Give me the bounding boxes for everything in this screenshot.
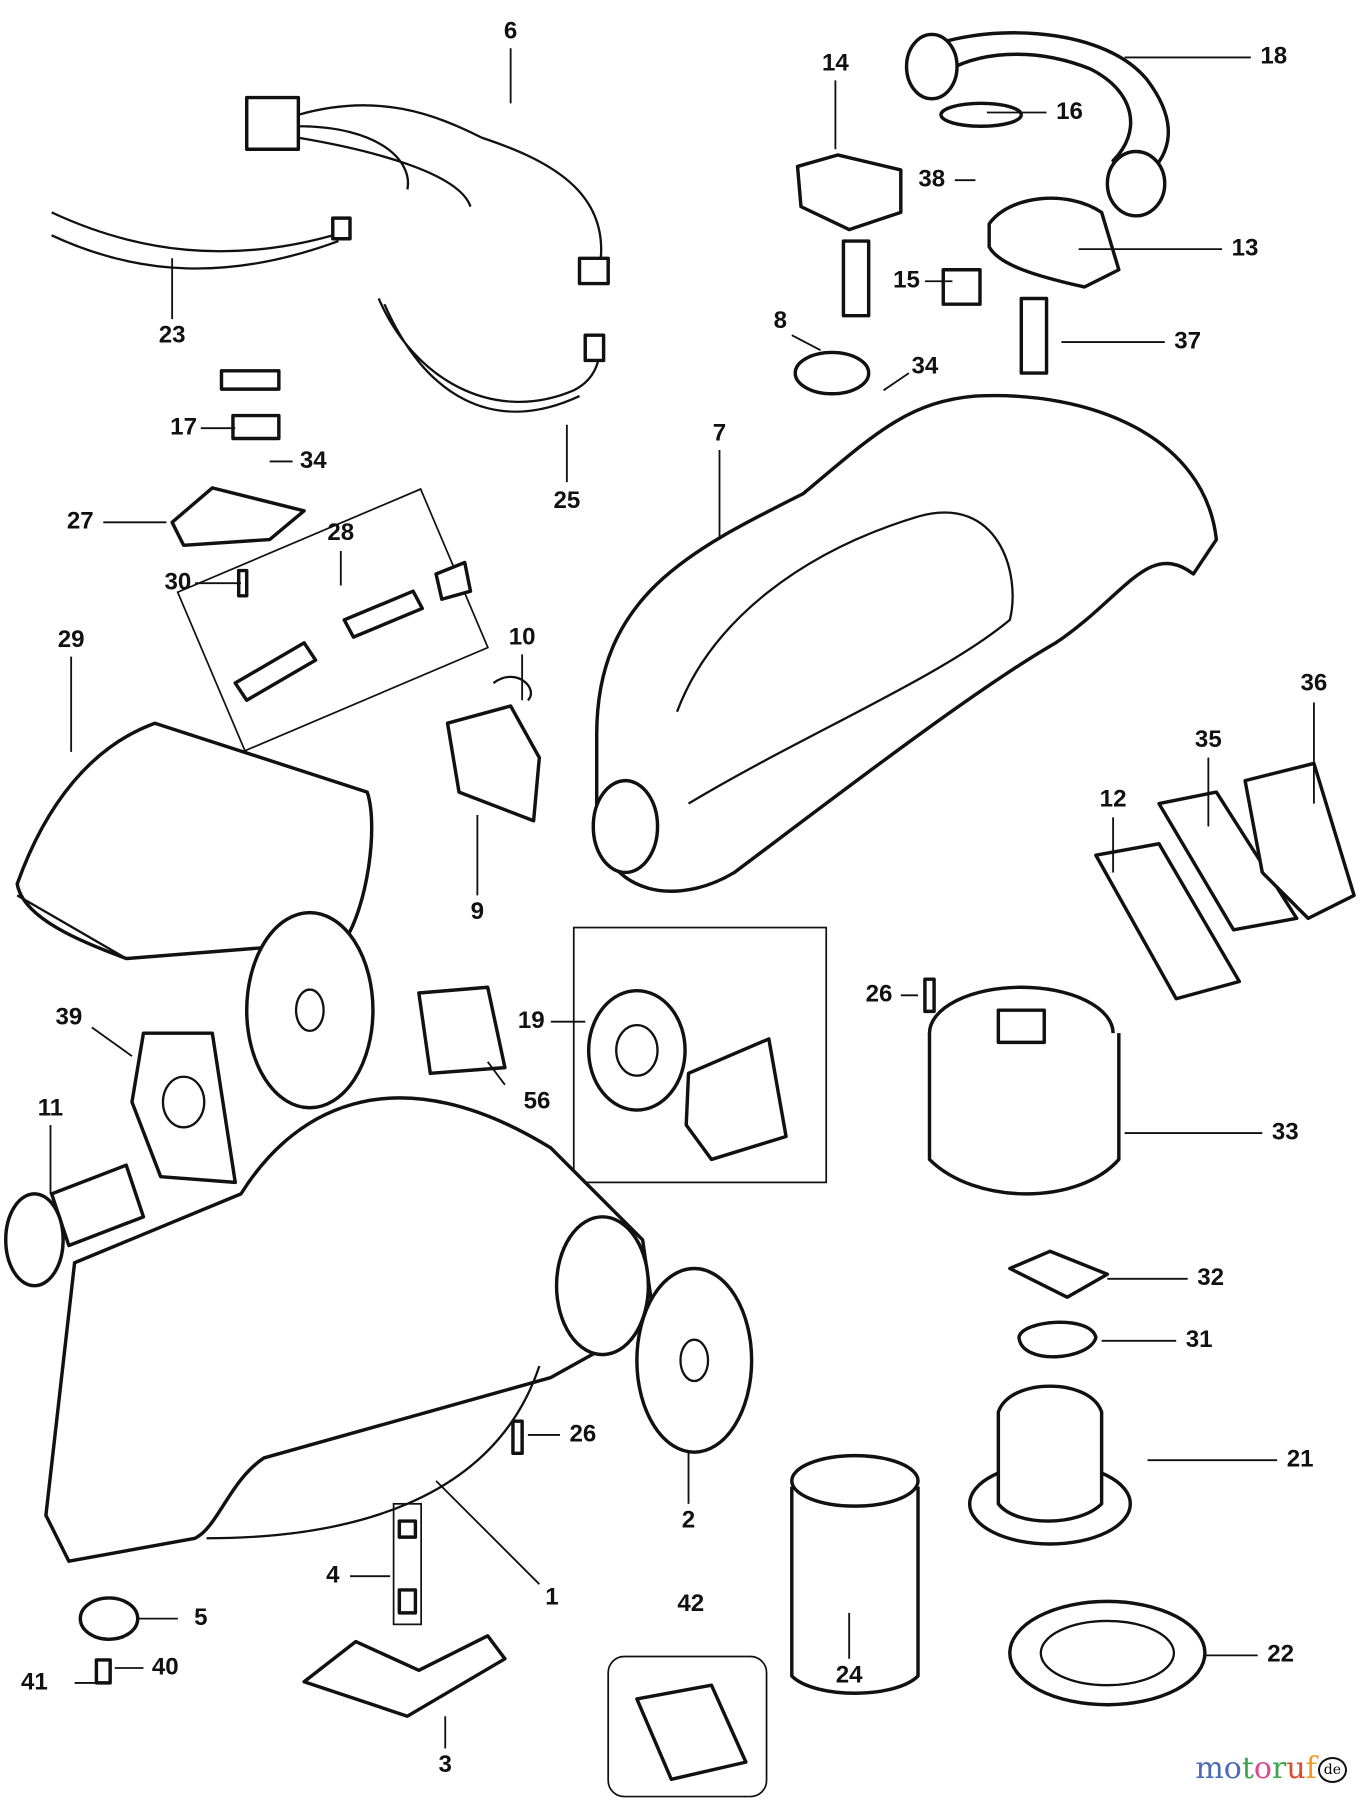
part-26 <box>511 977 936 1456</box>
callout: 28 <box>327 519 354 546</box>
watermark-letter: o <box>1223 1751 1242 1786</box>
watermark-letter: r <box>1271 1751 1287 1786</box>
callout: 35 <box>1195 726 1222 753</box>
callout: 1 <box>545 1583 558 1610</box>
callout: 34 <box>912 353 939 380</box>
callout: 15 <box>893 267 920 294</box>
callouts: 6 18 14 16 38 13 15 37 8 34 7 23 17 34 2… <box>21 17 1327 1777</box>
callout: 23 <box>159 322 186 349</box>
watermark-letter: u <box>1286 1751 1306 1786</box>
callout: 14 <box>822 50 849 77</box>
part-filter-24 <box>790 1453 920 1695</box>
part-27 <box>170 486 306 548</box>
callout: 26 <box>570 1420 597 1447</box>
part-gaskets-31-32 <box>1008 1249 1110 1359</box>
part-9-10 <box>445 675 542 823</box>
callout: 27 <box>67 508 94 535</box>
part-bag-42 <box>607 1655 768 1798</box>
callout: 25 <box>553 487 580 514</box>
part-cover-3 <box>302 1634 507 1718</box>
part-11 <box>4 1163 146 1288</box>
callout: 16 <box>1056 98 1083 125</box>
callout: 40 <box>152 1653 179 1680</box>
part-ring-22 <box>1008 1599 1207 1707</box>
callout: 39 <box>55 1004 82 1031</box>
part-4 <box>392 1502 423 1626</box>
callout: 36 <box>1301 670 1328 697</box>
part-wheel-2 <box>635 1266 754 1454</box>
callout: 8 <box>774 307 787 334</box>
part-wiring-25 <box>377 298 606 413</box>
part-wiring-23 <box>51 211 352 270</box>
watermark-letter: f <box>1305 1751 1317 1786</box>
part-lid-29 <box>15 721 374 961</box>
callout: 9 <box>471 898 484 925</box>
callout: 4 <box>326 1562 340 1589</box>
callout: 18 <box>1260 43 1287 70</box>
callout: 26 <box>866 981 893 1008</box>
watermark-letter: o <box>1253 1751 1272 1786</box>
callout: 3 <box>439 1751 452 1778</box>
callout: 6 <box>504 17 517 44</box>
callout: 12 <box>1100 785 1127 812</box>
callout: 21 <box>1287 1446 1314 1473</box>
part-5-40-41 <box>78 1596 140 1685</box>
watermark-text: motoruf <box>1195 1751 1316 1786</box>
part-14 <box>795 153 903 232</box>
part-motor-housing-33 <box>927 985 1121 1196</box>
watermark-letter: m <box>1195 1751 1224 1786</box>
callout: 2 <box>682 1506 695 1533</box>
callout: 29 <box>58 626 85 653</box>
part-hose-28 <box>176 487 490 752</box>
callout: 32 <box>1197 1264 1224 1291</box>
part-filters-12-35-36 <box>1094 761 1356 1001</box>
part-switch-17 <box>219 369 281 441</box>
callout: 7 <box>713 419 726 446</box>
callout: 38 <box>918 166 945 193</box>
callout: 42 <box>677 1590 704 1617</box>
callout: 24 <box>836 1661 863 1688</box>
part-16 <box>939 101 1024 128</box>
callout: 30 <box>164 569 191 596</box>
part-handle-18 <box>904 31 1171 218</box>
callout: 31 <box>1186 1326 1213 1353</box>
part-motor-21 <box>967 1384 1133 1546</box>
callout: 41 <box>21 1668 48 1695</box>
callout: 11 <box>38 1094 63 1121</box>
callout: 33 <box>1272 1118 1299 1145</box>
callout: 56 <box>524 1087 551 1114</box>
callout: 5 <box>194 1604 207 1631</box>
callout: 13 <box>1232 234 1259 261</box>
callout: 10 <box>509 624 536 651</box>
part-wiring-harness-6 <box>244 95 610 286</box>
part-filter-56 <box>417 985 507 1076</box>
part-springs <box>841 239 1049 375</box>
part-8 <box>793 350 871 396</box>
callout: 37 <box>1174 327 1201 354</box>
part-39 <box>130 1031 237 1185</box>
part-13 <box>987 196 1121 289</box>
watermark-suffix: de <box>1317 1757 1347 1783</box>
part-top-cover-7 <box>591 393 1219 893</box>
leader-lines <box>49 48 1315 1749</box>
part-base-1 <box>44 1096 656 1563</box>
callout: 19 <box>518 1007 545 1034</box>
part-wheel-large <box>244 910 375 1110</box>
callout: 17 <box>170 414 197 441</box>
watermark-letter: t <box>1241 1751 1254 1786</box>
part-cord-reel-19 <box>572 926 828 1184</box>
callout: 34 <box>300 447 327 474</box>
callout: 22 <box>1267 1641 1294 1668</box>
